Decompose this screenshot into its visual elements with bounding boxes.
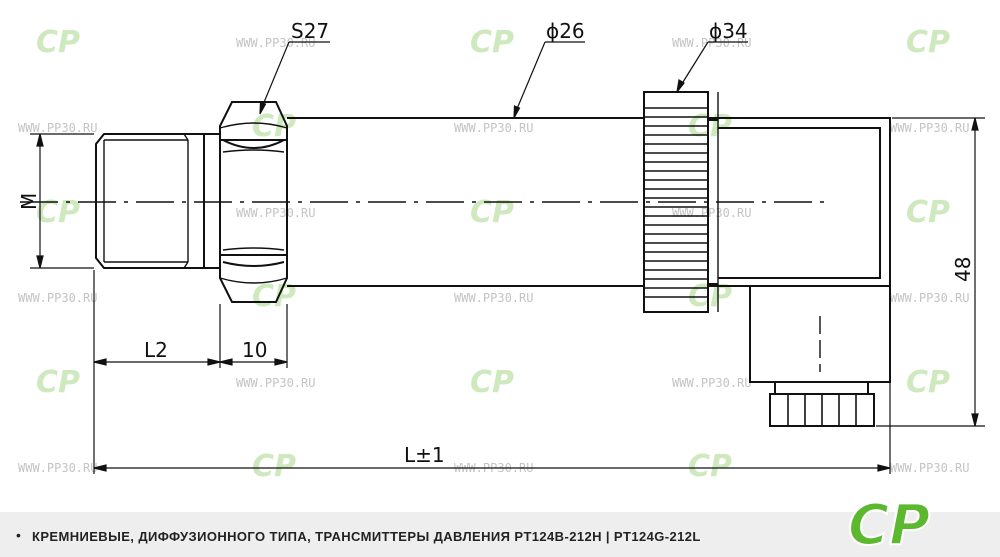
hex-nut [219, 101, 288, 303]
sensor-body [287, 117, 644, 287]
watermark-url: WWW.PP30.RU [672, 376, 751, 390]
watermark-logo: СР [252, 279, 296, 314]
connector-ribs [787, 394, 857, 426]
knurl-lines [644, 107, 708, 298]
footer-caption: КРЕМНИЕВЫЕ, ДИФФУЗИОННОГО ТИПА, ТРАНСМИТ… [32, 529, 701, 544]
watermark-logo: СР [36, 195, 80, 230]
watermark-url: WWW.PP30.RU [236, 376, 315, 390]
watermark-logo: СР [906, 195, 950, 230]
knurled-nut [643, 91, 719, 313]
watermark-url: WWW.PP30.RU [890, 461, 969, 475]
watermark-logo: СР [36, 25, 80, 60]
watermark-url: WWW.PP30.RU [454, 291, 533, 305]
footer-bullet: • [16, 527, 21, 543]
watermark-layer: СР СР СР СР СР СР СР СР СР СР СР СР СР С… [18, 25, 969, 484]
watermark-url: WWW.PP30.RU [454, 121, 533, 135]
watermark-logo: СР [688, 449, 732, 484]
dim-label-s27: S27 [291, 19, 329, 43]
footer-bar [0, 512, 1000, 557]
watermark-url: WWW.PP30.RU [18, 461, 97, 475]
watermark-url: WWW.PP30.RU [890, 291, 969, 305]
dim-label-l2: L2 [144, 338, 168, 362]
watermark-url: WWW.PP30.RU [18, 121, 97, 135]
watermark-url: WWW.PP30.RU [890, 121, 969, 135]
watermark-logo: СР [906, 25, 950, 60]
watermark-url: WWW.PP30.RU [672, 36, 751, 50]
watermark-logo: СР [906, 365, 950, 400]
dimension-lines [30, 41, 985, 474]
watermark-logo: СР [470, 365, 514, 400]
dim-label-body-diameter: ϕ26 [546, 19, 585, 43]
dim-label-nut-diameter: ϕ34 [709, 19, 748, 43]
watermark-logo: СР [470, 195, 514, 230]
watermark-url: WWW.PP30.RU [672, 206, 751, 220]
dim-label-hex-width: 10 [242, 338, 267, 362]
dim-label-thread: M [17, 193, 41, 210]
watermark-logo: СР [252, 109, 296, 144]
watermark-logo: СР [252, 449, 296, 484]
threaded-fitting [95, 133, 221, 269]
dim-label-total-length: L±1 [404, 443, 445, 467]
watermark-url: WWW.PP30.RU [18, 291, 97, 305]
watermark-url: WWW.PP30.RU [236, 36, 315, 50]
watermark-url: WWW.PP30.RU [236, 206, 315, 220]
watermark-logo: СР [36, 365, 80, 400]
dim-label-height: 48 [951, 257, 975, 282]
brand-logo-text: СР [848, 493, 930, 552]
watermark-logo: СР [470, 25, 514, 60]
brand-logo: СР [847, 492, 931, 552]
